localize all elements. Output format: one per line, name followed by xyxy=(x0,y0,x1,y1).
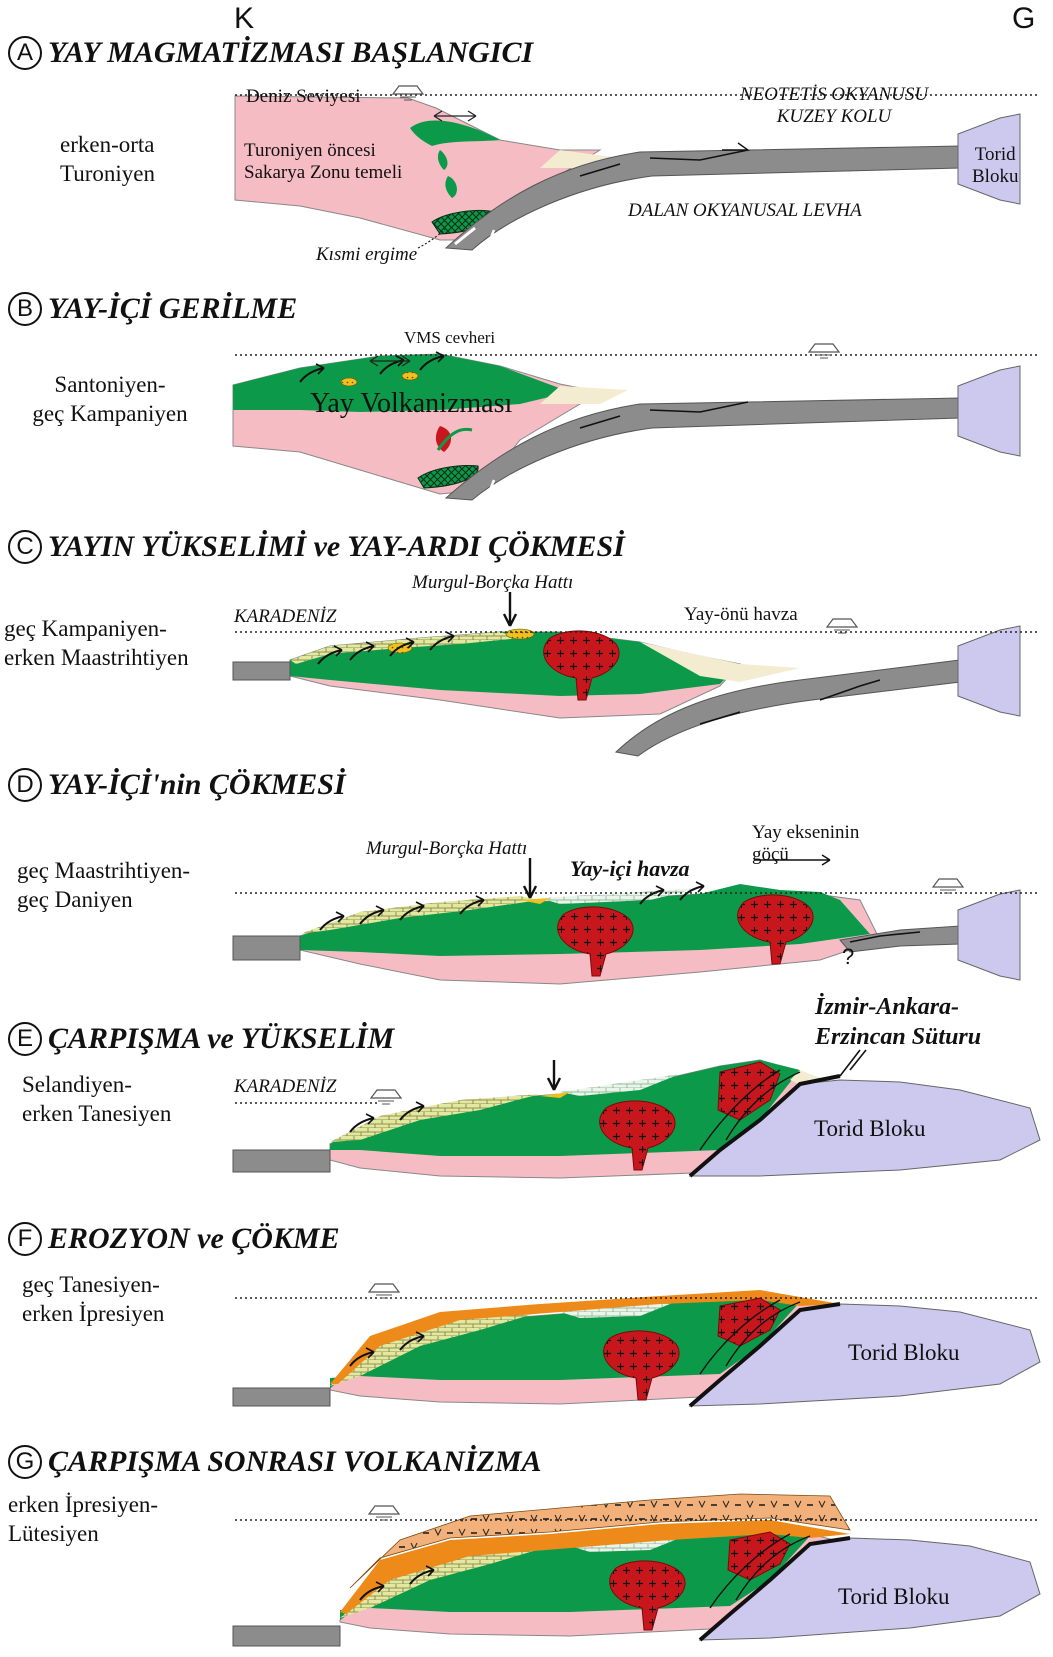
panel-a-letter: A xyxy=(8,36,42,70)
panel-c-letter: C xyxy=(8,530,42,564)
panel-g-age: erken İpresiyen-Lütesiyen xyxy=(8,1490,158,1548)
torid-block-icon xyxy=(958,626,1020,716)
suture-label: İzmir-Ankara-Erzincan Süturu xyxy=(815,992,981,1052)
sea-level-triangle-icon xyxy=(933,879,963,893)
torid-label-e: Torid Bloku xyxy=(814,1116,925,1142)
vms-ore-label: VMS cevheri xyxy=(404,328,495,348)
volcanism-label: Yay Volkanizması xyxy=(310,388,512,420)
melting-label: Kısmi ergime xyxy=(316,244,417,266)
panel-c-section xyxy=(233,592,1040,756)
panel-f-age: geç Tanesiyen-erken İpresiyen xyxy=(22,1270,164,1328)
panel-e-letter: E xyxy=(8,1022,42,1056)
murgul-borcka-label-d: Murgul-Borçka Hattı xyxy=(366,838,527,860)
orientation-left: K xyxy=(234,2,254,36)
black-sea-label-c: KARADENİZ xyxy=(234,606,336,628)
panel-g-section xyxy=(233,1494,1040,1646)
panel-b-age: Santoniyen-geç Kampaniyen xyxy=(15,370,205,428)
torid-block-icon xyxy=(958,890,1020,980)
panel-g-letter: G xyxy=(8,1445,42,1479)
panel-e-section xyxy=(233,1050,1040,1178)
down-arrow-icon xyxy=(548,1060,560,1090)
sea-level-triangle-icon xyxy=(369,1506,399,1520)
panel-c-age: geç Kampaniyen-erken Maastrihtiyen xyxy=(4,614,189,672)
black-sea-label-e: KARADENİZ xyxy=(234,1076,336,1098)
panel-d-age: geç Maastrihtiyen-geç Daniyen xyxy=(17,856,190,914)
panel-e-age: Selandiyen-erken Tanesiyen xyxy=(22,1070,171,1128)
torid-label-f: Torid Bloku xyxy=(848,1340,959,1366)
panel-d-letter: D xyxy=(8,768,42,802)
murgul-borcka-label-c: Murgul-Borçka Hattı xyxy=(412,572,573,594)
panel-b-letter: B xyxy=(8,292,42,326)
torid-block-icon xyxy=(958,366,1020,456)
forearc-label: Yay-önü havza xyxy=(684,604,798,626)
torid-label-g: Torid Bloku xyxy=(838,1584,949,1610)
sea-level-triangle-icon xyxy=(827,619,857,633)
down-arrow-icon xyxy=(524,858,536,898)
sea-level-triangle-icon xyxy=(809,344,839,358)
panel-b-section xyxy=(233,344,1040,500)
plate-label: DALAN OKYANUSAL LEVHA xyxy=(628,200,862,222)
sea-level-triangle-icon xyxy=(369,1284,399,1298)
orientation-right: G xyxy=(1012,2,1035,36)
down-arrow-icon xyxy=(504,592,516,626)
question-mark: ? xyxy=(842,944,854,970)
intra-arc-basin-label: Yay-içi havza xyxy=(570,856,690,882)
sea-level-label: Deniz Seviyesi xyxy=(246,86,361,108)
sea-level-triangle-icon xyxy=(371,1090,401,1104)
panel-f-letter: F xyxy=(8,1222,42,1256)
